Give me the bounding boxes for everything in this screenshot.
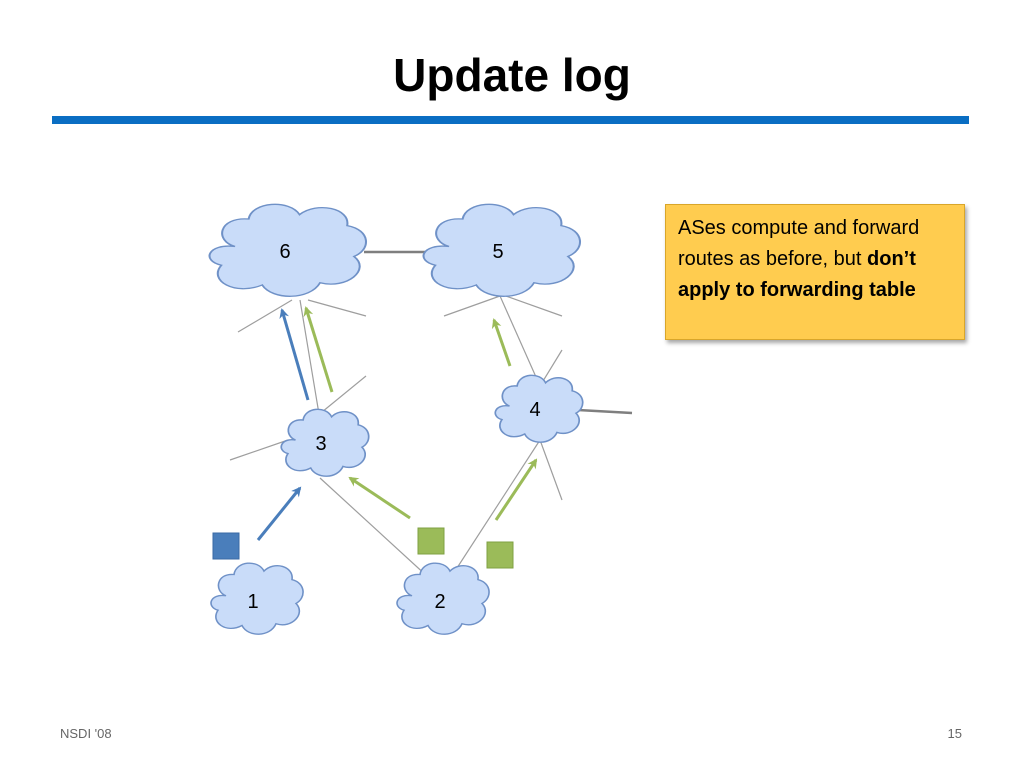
blue-arrow-1-to-3 bbox=[256, 486, 302, 541]
node-label-1: 1 bbox=[247, 591, 258, 613]
link-line bbox=[505, 295, 563, 317]
slide-title: Update log bbox=[393, 49, 631, 101]
link-line bbox=[321, 375, 367, 413]
node-label-6: 6 bbox=[279, 241, 290, 263]
link-line bbox=[539, 439, 563, 501]
node-label-4: 4 bbox=[529, 399, 540, 421]
page-number: 15 bbox=[947, 726, 962, 741]
callout-note: ASes compute and forward routes as befor… bbox=[665, 204, 965, 340]
link-line bbox=[443, 295, 501, 317]
green-arrow-3-to-6 bbox=[303, 306, 334, 393]
node-label-2: 2 bbox=[434, 591, 445, 613]
blue-arrow-3-to-6 bbox=[279, 308, 310, 401]
green-arrow-2-to-4 bbox=[494, 458, 538, 521]
link-line bbox=[319, 477, 441, 589]
green-arrow-4-to-5 bbox=[491, 318, 512, 367]
link-line-4-out bbox=[577, 408, 633, 415]
green-arrow-2-to-3 bbox=[348, 476, 411, 520]
blue-update-square bbox=[212, 532, 240, 560]
link-line bbox=[307, 299, 367, 317]
footer-conference: NSDI '08 bbox=[60, 726, 112, 741]
green-update-square bbox=[486, 541, 514, 569]
node-label-3: 3 bbox=[315, 433, 326, 455]
link-line bbox=[229, 439, 289, 461]
title-rule bbox=[52, 116, 969, 124]
link-line bbox=[499, 295, 541, 387]
link-line bbox=[237, 299, 293, 333]
callout-bold-text: don’t apply to forwarding table bbox=[678, 248, 916, 301]
callout-text: ASes compute and forward routes as befor… bbox=[678, 217, 920, 270]
green-update-square bbox=[417, 527, 445, 555]
link-line bbox=[443, 439, 541, 589]
node-label-5: 5 bbox=[492, 241, 503, 263]
